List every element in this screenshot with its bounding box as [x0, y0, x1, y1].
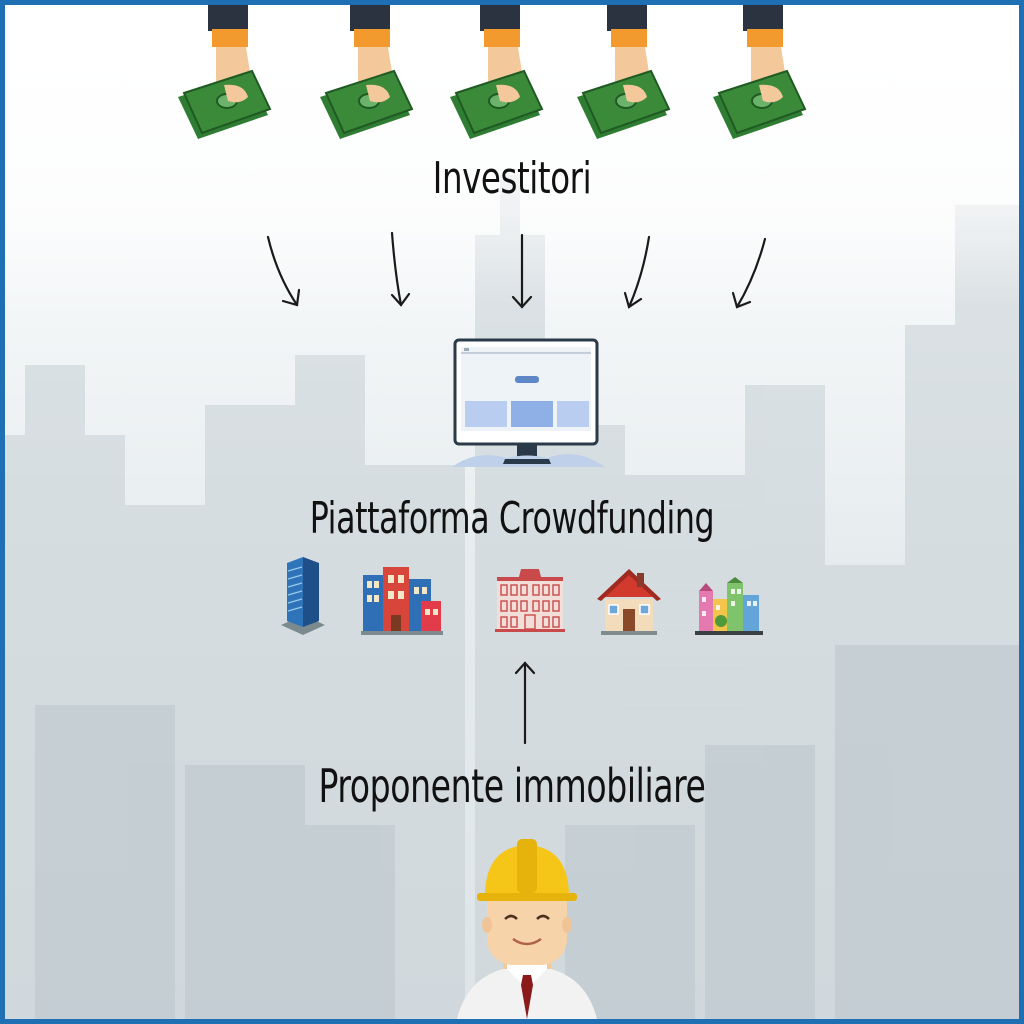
arrow-down-icon	[511, 233, 533, 309]
office-tower-icon	[281, 557, 325, 635]
town-houses-icon	[695, 577, 763, 635]
construction-worker-icon	[457, 839, 597, 1019]
flow-arrows	[266, 231, 767, 745]
hand-with-cash-icon	[320, 5, 414, 139]
historic-building-icon	[495, 569, 565, 632]
house-icon	[597, 569, 661, 635]
arrow-down-icon	[731, 237, 767, 309]
platform-label: Piattaforma Crowdfunding	[309, 493, 715, 544]
arrow-down-icon	[623, 235, 651, 309]
hand-with-cash-icon	[178, 5, 272, 139]
colorful-apartments-icon	[361, 567, 443, 635]
hand-with-cash-icon	[450, 5, 544, 139]
investors-label: Investitori	[432, 153, 592, 204]
arrow-up-icon	[514, 661, 536, 745]
computer-monitor-icon	[452, 338, 605, 467]
developer-label: Proponente immobiliare	[318, 759, 706, 813]
investor-hands-row	[178, 5, 807, 139]
city-skyline-background	[5, 175, 1019, 1019]
hand-with-cash-icon	[577, 5, 671, 139]
arrow-down-icon	[390, 231, 411, 307]
hand-with-cash-icon	[713, 5, 807, 139]
arrow-down-icon	[266, 235, 301, 307]
